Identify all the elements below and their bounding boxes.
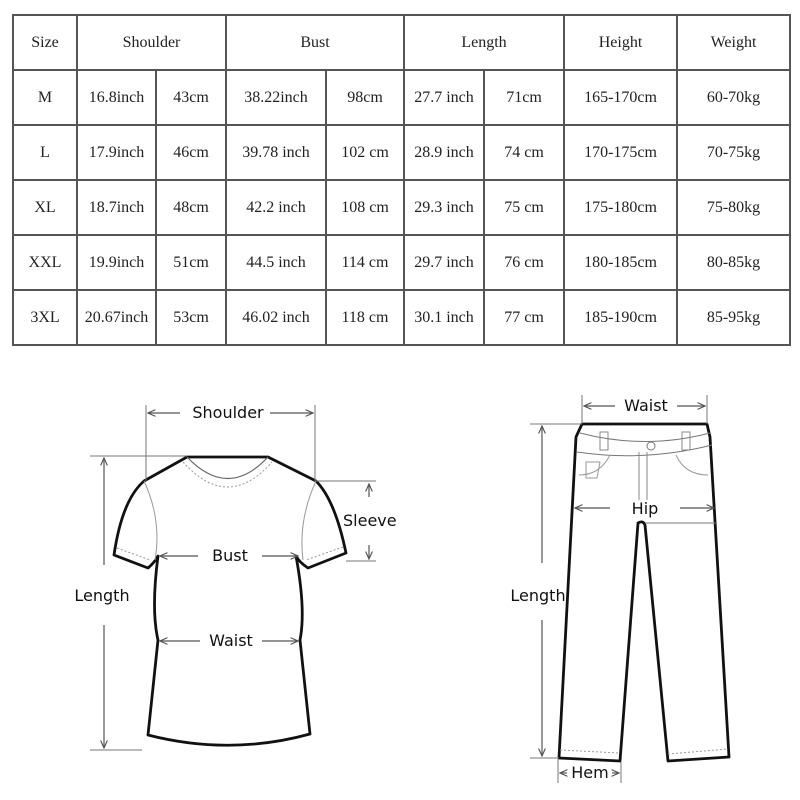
cell-bust-inch: 46.02 inch xyxy=(225,289,327,346)
cell-weight: 75-80kg xyxy=(676,179,791,236)
shirt-label-bust: Bust xyxy=(212,546,248,565)
cell-bust-inch: 39.78 inch xyxy=(225,124,327,181)
cell-size: L xyxy=(12,124,78,181)
header-height: Height xyxy=(563,14,678,71)
pants-outline-icon: Waist Hip Length Hem xyxy=(510,395,731,783)
cell-length-inch: 27.7 inch xyxy=(403,69,485,126)
cell-length-inch: 29.7 inch xyxy=(403,234,485,291)
header-size: Size xyxy=(12,14,78,71)
cell-size: M xyxy=(12,69,78,126)
table-row: M 16.8inch 43cm 38.22inch 98cm 27.7 inch… xyxy=(12,69,791,126)
cell-bust-inch: 44.5 inch xyxy=(225,234,327,291)
cell-size: XL xyxy=(12,179,78,236)
cell-size: 3XL xyxy=(12,289,78,346)
cell-weight: 60-70kg xyxy=(676,69,791,126)
size-chart-table: Size Shoulder Bust Length Height Weight … xyxy=(12,14,791,346)
cell-length-cm: 74 cm xyxy=(483,124,565,181)
cell-shoulder-cm: 46cm xyxy=(155,124,227,181)
shirt-label-sleeve: Sleeve xyxy=(343,511,397,530)
cell-shoulder-inch: 16.8inch xyxy=(76,69,157,126)
table-row: XL 18.7inch 48cm 42.2 inch 108 cm 29.3 i… xyxy=(12,179,791,236)
tshirt-outline-icon: Shoulder Sleeve Bust Length Waist xyxy=(74,403,397,751)
cell-bust-cm: 114 cm xyxy=(325,234,405,291)
cell-length-cm: 76 cm xyxy=(483,234,565,291)
cell-height: 165-170cm xyxy=(563,69,678,126)
cell-height: 170-175cm xyxy=(563,124,678,181)
cell-bust-cm: 98cm xyxy=(325,69,405,126)
header-weight: Weight xyxy=(676,14,791,71)
cell-size: XXL xyxy=(12,234,78,291)
cell-bust-cm: 118 cm xyxy=(325,289,405,346)
cell-weight: 80-85kg xyxy=(676,234,791,291)
pants-label-hem: Hem xyxy=(571,763,608,782)
cell-height: 185-190cm xyxy=(563,289,678,346)
cell-shoulder-cm: 53cm xyxy=(155,289,227,346)
pants-label-waist: Waist xyxy=(624,396,668,415)
cell-bust-inch: 42.2 inch xyxy=(225,179,327,236)
cell-weight: 85-95kg xyxy=(676,289,791,346)
cell-length-inch: 28.9 inch xyxy=(403,124,485,181)
header-shoulder: Shoulder xyxy=(76,14,227,71)
table-header-row: Size Shoulder Bust Length Height Weight xyxy=(12,14,791,71)
cell-shoulder-cm: 51cm xyxy=(155,234,227,291)
cell-shoulder-inch: 20.67inch xyxy=(76,289,157,346)
pants-label-hip: Hip xyxy=(632,499,659,518)
cell-shoulder-cm: 43cm xyxy=(155,69,227,126)
header-bust: Bust xyxy=(225,14,405,71)
cell-bust-cm: 108 cm xyxy=(325,179,405,236)
shirt-diagram: Shoulder Sleeve Bust Length Waist xyxy=(0,380,420,780)
cell-length-inch: 30.1 inch xyxy=(403,289,485,346)
cell-height: 175-180cm xyxy=(563,179,678,236)
table-row: L 17.9inch 46cm 39.78 inch 102 cm 28.9 i… xyxy=(12,124,791,181)
cell-height: 180-185cm xyxy=(563,234,678,291)
cell-weight: 70-75kg xyxy=(676,124,791,181)
shirt-label-waist: Waist xyxy=(209,631,253,650)
pants-label-length: Length xyxy=(510,586,565,605)
table-row: XXL 19.9inch 51cm 44.5 inch 114 cm 29.7 … xyxy=(12,234,791,291)
cell-length-cm: 77 cm xyxy=(483,289,565,346)
cell-shoulder-cm: 48cm xyxy=(155,179,227,236)
header-length: Length xyxy=(403,14,565,71)
cell-bust-cm: 102 cm xyxy=(325,124,405,181)
cell-shoulder-inch: 18.7inch xyxy=(76,179,157,236)
cell-length-cm: 71cm xyxy=(483,69,565,126)
shirt-label-length: Length xyxy=(74,586,129,605)
cell-length-inch: 29.3 inch xyxy=(403,179,485,236)
pants-diagram: Waist Hip Length Hem xyxy=(480,380,800,800)
cell-shoulder-inch: 19.9inch xyxy=(76,234,157,291)
cell-bust-inch: 38.22inch xyxy=(225,69,327,126)
shirt-label-shoulder: Shoulder xyxy=(192,403,264,422)
cell-length-cm: 75 cm xyxy=(483,179,565,236)
cell-shoulder-inch: 17.9inch xyxy=(76,124,157,181)
table-row: 3XL 20.67inch 53cm 46.02 inch 118 cm 30.… xyxy=(12,289,791,346)
